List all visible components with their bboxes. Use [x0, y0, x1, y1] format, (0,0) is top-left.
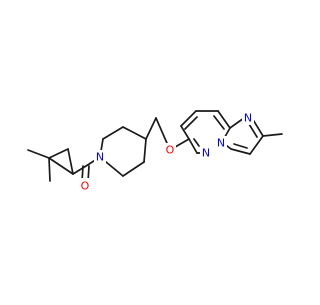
bonds [27, 110, 283, 183]
piperidine-nitrogen-label: N [96, 151, 104, 164]
bond-piperidine-5 [122, 161, 145, 177]
bond-piperidine-3 [122, 126, 147, 140]
bond-pyridazine-4 [217, 110, 231, 129]
bond-pyridazine-7 [188, 138, 198, 154]
bond-pyridazine-2b [184, 116, 198, 130]
bond-piperidine-2 [102, 126, 124, 140]
bond-imidazole-2b [248, 123, 258, 138]
bridgehead-nitrogen-label: N [217, 137, 225, 150]
bond-cyclopropane-1 [48, 148, 69, 159]
atom-labels: O N O N N N [79, 111, 254, 193]
bond-pyridazine-4b [213, 115, 225, 130]
bond-piperidine-4 [143, 138, 147, 163]
bond-piperidine-methylene [145, 117, 157, 140]
bond-imidazole-3 [249, 135, 264, 155]
bond-cyclopropane-3 [48, 157, 74, 175]
bond-cyclopropyl-carbonyl [72, 165, 87, 175]
ether-oxygen-label: O [166, 144, 175, 157]
bond-methyl-b [48, 157, 51, 182]
carbonyl-oxygen-label: O [81, 180, 90, 193]
bond-pyridazine-1 [180, 125, 190, 140]
molecule-diagram: O N O N N N [27, 110, 283, 193]
pyridazine-nitrogen-label: N [202, 147, 210, 160]
bond-imidazole-4 [230, 148, 251, 155]
bond-methyl-a [27, 149, 50, 159]
imidazole-nitrogen-label: N [244, 112, 252, 125]
bond-imidazole-1 [229, 117, 245, 129]
structure-svg: O N O N N N [27, 110, 283, 193]
bond-imidazole-4b [233, 143, 248, 149]
bond-pyridazine-2 [180, 110, 197, 127]
bond-imidazole-methyl [262, 133, 283, 137]
bond-cyclopropane-2 [67, 148, 74, 175]
bond-pyridazine-7b [193, 138, 200, 147]
